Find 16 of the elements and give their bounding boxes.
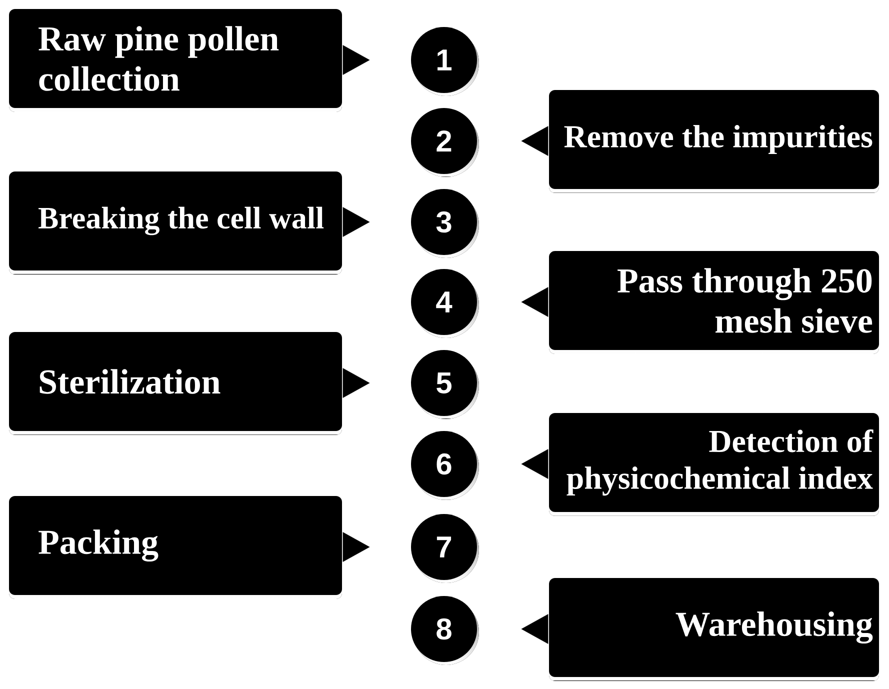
pointer-arrow (521, 614, 548, 644)
pointer-arrow (342, 45, 370, 75)
callout-box: Remove the impurities (549, 90, 879, 193)
callout-box: Pass through 250 mesh sieve (549, 251, 879, 354)
pointer-arrow (521, 126, 548, 156)
callout-box: Warehousing (549, 578, 879, 681)
pointer-arrow (521, 287, 548, 317)
pointer-arrow (342, 207, 370, 237)
pointer-arrow (342, 368, 370, 398)
callout-box: Sterilization (9, 332, 342, 435)
callout-box: Packing (9, 496, 342, 599)
callout-box: Detection of physicochemical index (549, 413, 879, 516)
pointer-arrow (521, 449, 548, 479)
pointer-arrow (342, 532, 370, 562)
callout-box: Raw pine pollen collection (9, 9, 342, 112)
callout-box: Breaking the cell wall (9, 172, 342, 274)
